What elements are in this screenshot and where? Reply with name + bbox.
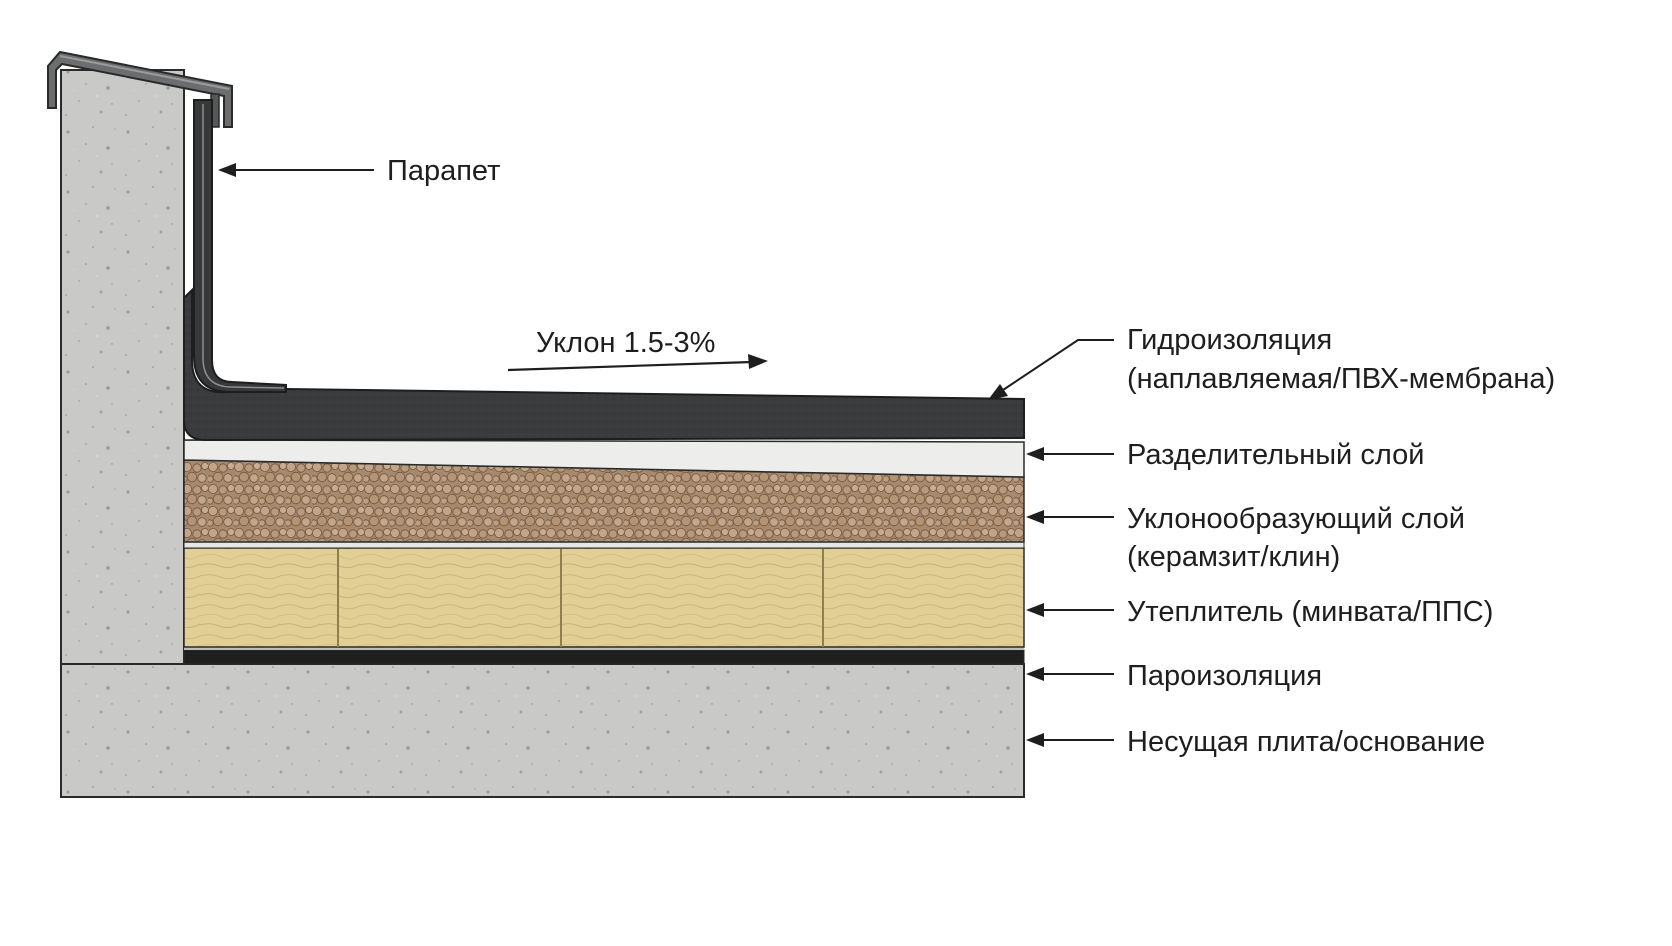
parapet-flashing-highlight (202, 104, 285, 389)
parapet-metal-cap (47, 50, 233, 128)
slope-arrow-line (507, 360, 753, 372)
waterproofing-pointer-line (999, 339, 1114, 393)
vapor-barrier-layer (183, 649, 1025, 665)
arrow-left-icon (1026, 510, 1044, 524)
arrow-left-icon (1026, 447, 1044, 461)
insulation-layer (183, 547, 1025, 648)
parapet-flashing (193, 99, 287, 393)
base-slab (60, 663, 1025, 798)
slab-label: Несущая плита/основание (1127, 726, 1485, 758)
waterproofing-label-line1: Гидроизоляция (1127, 324, 1332, 356)
arrow-left-icon (988, 384, 1008, 400)
slope-layer-label-line1: Уклонообразующий слой (1127, 503, 1465, 535)
waterproofing-membrane (183, 287, 1025, 442)
arrow-left-icon (218, 163, 236, 177)
arrow-left-icon (1026, 667, 1044, 681)
parapet-wall (60, 69, 185, 665)
parapet-label: Парапет (387, 155, 500, 187)
separation-layer (183, 439, 1025, 478)
insulation-label: Утеплитель (минвата/ППС) (1127, 596, 1493, 628)
arrow-right-icon (748, 354, 768, 369)
arrow-left-icon (1026, 733, 1044, 747)
separation-label: Разделительный слой (1127, 439, 1424, 471)
slope-label: Уклон 1.5-3% (536, 327, 715, 359)
waterproofing-label-line2: (наплавляемая/ПВХ-мембрана) (1127, 363, 1555, 395)
cap-highlight (59, 55, 230, 90)
insulation-film (183, 541, 1025, 549)
slope-layer-label-line2: (керамзит/клин) (1127, 541, 1340, 573)
vapor-barrier-top-line (184, 647, 1024, 650)
arrow-left-icon (1026, 603, 1044, 617)
vapor-label: Пароизоляция (1127, 660, 1322, 692)
